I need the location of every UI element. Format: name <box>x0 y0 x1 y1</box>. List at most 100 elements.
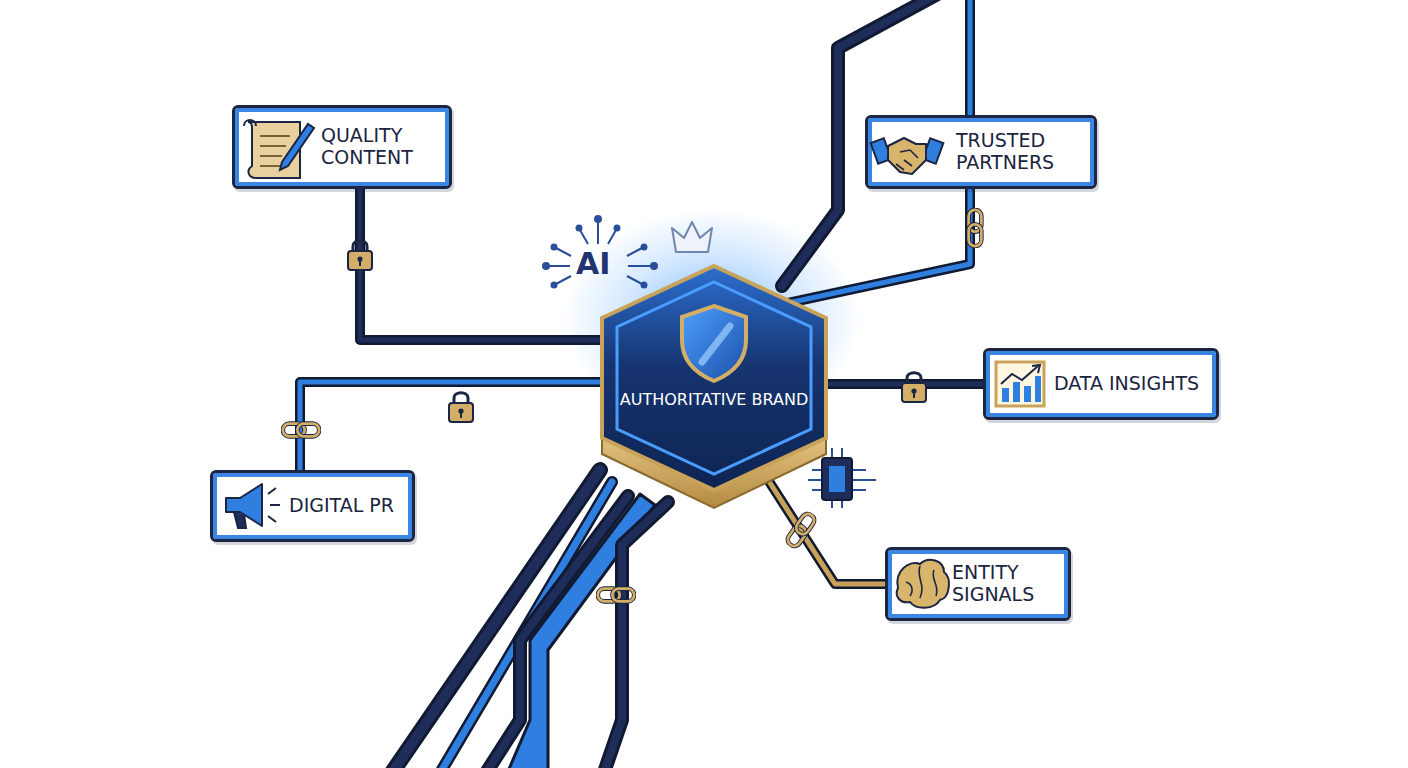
scroll-icon-part <box>248 122 300 178</box>
wire-core <box>788 189 970 303</box>
ai-circuit-part <box>595 216 601 222</box>
chip-icon-part-part <box>852 489 866 491</box>
chip-icon-part-part <box>831 448 833 458</box>
scroll-icon-part <box>260 136 290 166</box>
megaphone-icon-part-part <box>268 488 276 494</box>
scroll-icon <box>244 120 314 178</box>
chart-icon-part <box>1002 388 1009 402</box>
chip-icon-part <box>808 448 876 508</box>
top-right-wires-part <box>968 0 973 118</box>
chain-icon <box>785 511 816 548</box>
pr-box: DIGITAL PR <box>210 470 415 542</box>
shield-highlight <box>702 326 730 362</box>
scroll-icon-part-part <box>260 165 280 167</box>
ai-circuit-part <box>627 276 642 284</box>
hexagon-inner-border <box>617 282 811 474</box>
ai-circuit-part <box>577 226 582 231</box>
wire-core <box>826 382 983 387</box>
chip-icon-part-part <box>841 500 843 508</box>
scroll-icon-part-part <box>260 135 290 137</box>
wire-outline <box>300 382 602 470</box>
chip-icon-part-part <box>831 500 833 508</box>
partner-box: TRUSTED PARTNERS <box>865 115 1097 189</box>
handshake-icon-part <box>888 138 926 174</box>
chain-icon <box>283 424 319 437</box>
insight-box: DATA INSIGHTS <box>983 348 1219 420</box>
chip-icon <box>808 448 876 508</box>
bottom-wire-bundle <box>380 470 668 768</box>
chip-icon-part-part <box>852 479 876 481</box>
ai-circuit-part <box>608 230 616 244</box>
brain-icon-part <box>906 566 937 598</box>
chart-icon-part <box>996 362 1044 406</box>
ai-circuit-part <box>642 245 647 250</box>
scroll-icon-part-part <box>260 145 286 147</box>
chart-icon-part <box>1035 376 1041 402</box>
handshake-icon-part <box>896 150 918 170</box>
ai-circuit-part <box>642 283 647 288</box>
handshake-icon <box>871 138 944 174</box>
ai-circuit-part <box>627 248 642 256</box>
node-label: ENTITY SIGNALS <box>952 562 1054 606</box>
megaphone-icon-part <box>268 488 280 522</box>
scroll-icon-part-part <box>260 155 282 157</box>
brain-icon <box>897 560 949 608</box>
chart-icon <box>996 362 1044 406</box>
wire-core <box>360 189 602 340</box>
node-label: TRUSTED PARTNERS <box>956 130 1080 174</box>
node-label: DATA INSIGHTS <box>1054 373 1199 395</box>
megaphone-icon-part <box>226 484 262 526</box>
megaphone-icon-part-part <box>268 516 276 522</box>
megaphone-icon <box>226 484 280 528</box>
connector-wire <box>763 472 885 584</box>
chip-icon-part-part <box>812 469 822 471</box>
lock-icon <box>348 241 372 270</box>
chip-icon-part <box>822 458 852 500</box>
wire-core <box>300 382 602 470</box>
chip-icon-part-part <box>808 479 822 481</box>
chart-icon-part <box>1032 365 1040 373</box>
top-right-wires-part <box>965 0 975 118</box>
signal-box: ENTITY SIGNALS <box>885 547 1071 621</box>
connector-wire <box>300 382 602 470</box>
wire-outline <box>826 379 983 389</box>
scroll-icon-part <box>280 124 314 170</box>
handshake-icon-part <box>923 138 944 163</box>
crown-icon <box>672 222 712 252</box>
ai-circuit <box>543 216 657 288</box>
hexagon-body <box>602 266 826 490</box>
handshake-icon-part <box>871 138 892 163</box>
chip-icon-part-part <box>812 489 822 491</box>
chart-icon-part <box>1013 382 1020 402</box>
brain-icon-part <box>897 560 949 608</box>
hub-hexagon: AUTHORITATIVE BRAND <box>598 262 830 512</box>
ai-circuit-part <box>651 263 657 269</box>
ai-circuit-part <box>556 276 571 284</box>
node-label: DIGITAL PR <box>289 495 394 517</box>
wire-outline <box>788 189 970 303</box>
connector-wire <box>788 189 970 303</box>
bottom-wire-bundle-part <box>598 502 668 768</box>
megaphone-icon-part-part <box>270 504 280 506</box>
node-label: QUALITY CONTENT <box>321 125 433 169</box>
ai-circuit-part <box>548 265 570 267</box>
chain-icon <box>598 589 634 602</box>
scroll-icon-part <box>244 120 256 126</box>
connector-wire <box>360 189 602 340</box>
wire-outline <box>763 472 885 584</box>
hexagon-shape <box>598 262 830 512</box>
wire-outline <box>360 189 602 340</box>
chip-icon-part-part <box>852 469 866 471</box>
ai-circuit-part <box>580 230 588 244</box>
ai-circuit-part <box>543 263 549 269</box>
chip-icon-part <box>829 466 845 492</box>
ai-circuit-part <box>628 265 652 267</box>
shield-icon <box>682 306 746 381</box>
chip-icon-part-part <box>841 448 843 458</box>
wire-core <box>763 472 885 584</box>
lock-icon <box>449 393 473 422</box>
megaphone-icon-part <box>234 512 246 528</box>
bottom-wire-bundle-part <box>598 502 668 768</box>
